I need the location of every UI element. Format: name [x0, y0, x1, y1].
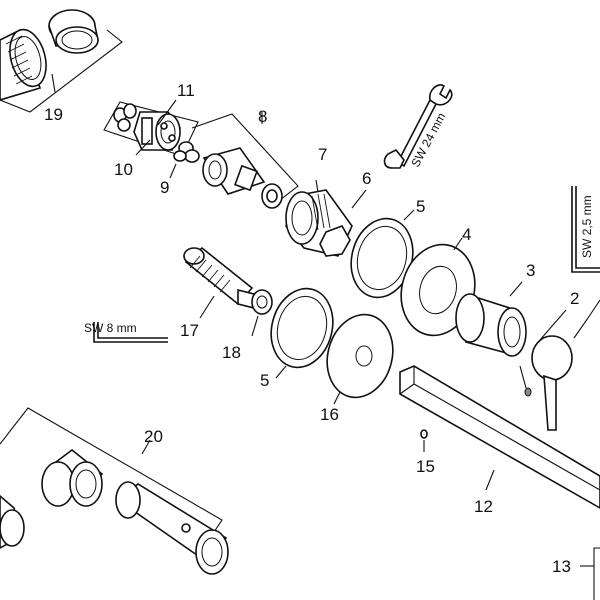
part-15-screw	[420, 429, 428, 452]
callout-12: 12	[474, 497, 493, 516]
callout-13: 13	[552, 557, 571, 576]
callout-6: 6	[362, 169, 371, 188]
hex-key-large	[93, 322, 168, 343]
callout-17: 17	[180, 321, 199, 340]
callout-19: 19	[44, 105, 63, 124]
wrench-tool	[383, 84, 453, 169]
part-13-bracket	[580, 547, 600, 600]
part-8-cartridge	[191, 112, 299, 209]
leader-6	[351, 189, 367, 209]
callout-20: 20	[144, 427, 163, 446]
callout-10: 10	[114, 160, 133, 179]
part-9-o-rings	[169, 141, 200, 179]
callout-2: 2	[570, 289, 579, 308]
hex-key-small	[571, 186, 600, 273]
part-12-spout	[399, 365, 600, 509]
callout-3: 3	[526, 261, 535, 280]
part-16-escutcheon	[326, 313, 394, 405]
callout-5-upper: 5	[416, 197, 425, 216]
part-10-11-cartridge-carrier	[103, 99, 199, 157]
callout-7: 7	[318, 145, 327, 164]
part-7-valve-body	[285, 179, 353, 257]
part-2-handle	[519, 299, 600, 431]
hex-key-small-label: SW 2,5 mm	[580, 195, 594, 258]
callout-4: 4	[462, 225, 471, 244]
hex-key-large-label: SW 8 mm	[84, 321, 137, 335]
callout-8: 8	[258, 107, 267, 126]
callout-15: 15	[416, 457, 435, 476]
callout-11: 11	[177, 81, 195, 100]
callout-5-lower: 5	[260, 371, 269, 390]
callout-16: 16	[320, 405, 339, 424]
callout-18: 18	[222, 343, 241, 362]
part-20-sleeve-set	[0, 407, 229, 575]
part-17-threaded-extension	[183, 246, 263, 319]
part-18-nut	[251, 289, 273, 337]
part-19-threaded-sleeves	[0, 9, 123, 113]
part-3-sleeve	[455, 281, 527, 357]
part-5-ring-lower	[270, 287, 334, 379]
callout-9: 9	[160, 178, 169, 197]
